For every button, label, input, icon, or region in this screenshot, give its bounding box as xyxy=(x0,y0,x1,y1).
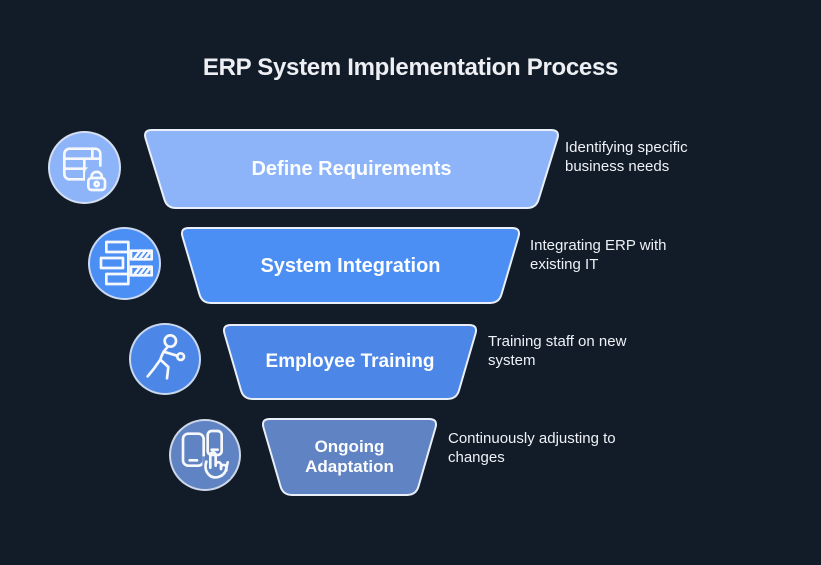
stage-label: Ongoing Adaptation xyxy=(305,436,394,476)
stage-label: Define Requirements xyxy=(251,158,452,180)
integration-bars-icon xyxy=(99,240,153,285)
stage-description: Integrating ERP with existing IT xyxy=(530,237,667,274)
stage-label: Employee Training xyxy=(265,350,435,372)
stage-icon-employee-training xyxy=(129,323,201,395)
funnel-stage-shape xyxy=(261,418,438,496)
funnel-stage-shape xyxy=(180,227,521,304)
stage-description: Identifying specific business needs xyxy=(565,139,688,176)
table-lock-icon xyxy=(62,146,108,192)
stage-icon-define-requirements xyxy=(48,131,121,204)
stage-icon-ongoing-adaptation xyxy=(169,419,241,491)
page-title: ERP System Implementation Process xyxy=(202,54,619,81)
stage-description: Continuously adjusting to changes xyxy=(448,430,616,467)
funnel-stage-shape xyxy=(144,129,559,209)
stage-description: Training staff on new system xyxy=(488,333,627,370)
stage-label: System Integration xyxy=(260,254,441,277)
devices-hand-icon xyxy=(181,429,231,479)
funnel-stage-shape xyxy=(222,324,478,400)
training-person-icon xyxy=(146,334,186,380)
stage-icon-system-integration xyxy=(88,227,161,300)
